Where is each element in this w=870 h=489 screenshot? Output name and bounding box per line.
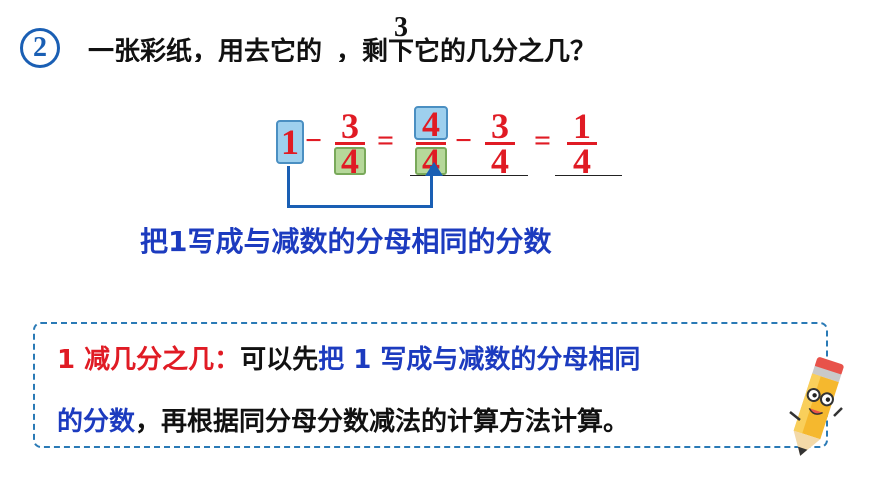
fraction4-bar	[567, 142, 597, 145]
summary-line-2: 的分数，再根据同分母分数减法的计算方法计算。	[57, 402, 629, 442]
equals-sign-1: =	[377, 124, 395, 157]
fraction1-denominator-box	[334, 147, 366, 175]
conversion-caption: 把1写成与减数的分母相同的分数	[140, 225, 552, 258]
minus-sign-2: −	[455, 124, 473, 157]
pencil-mascot-icon	[789, 357, 844, 456]
summary-line2-black: ，再根据同分母分数减法的计算方法计算。	[135, 407, 630, 437]
one-highlight-box	[276, 120, 304, 164]
summary-line1-black: 可以先	[240, 345, 319, 375]
summary-title: 1 减几分之几：	[57, 345, 241, 375]
question-number-badge: 2	[20, 28, 60, 68]
minus-sign-1: −	[305, 124, 323, 157]
fraction2-bar	[416, 142, 446, 145]
fraction1-bar	[335, 142, 365, 145]
fraction4-numerator: 1	[573, 106, 591, 146]
fraction3-denominator: 4	[491, 141, 509, 181]
equation-one: 1	[281, 122, 299, 162]
summary-line2-blue: 的分数	[57, 407, 136, 437]
answer-underline-1	[410, 175, 528, 176]
fraction2-numerator: 4	[422, 104, 440, 144]
fraction1-numerator: 3	[341, 106, 359, 146]
fraction1-denominator: 4	[341, 141, 359, 181]
equals-sign-2: =	[534, 124, 552, 157]
summary-line1-blue: 把 1 写成与减数的分母相同	[318, 345, 641, 375]
question-text-after: ，剩下它的几分之几？	[336, 37, 597, 62]
fraction3-numerator: 3	[491, 106, 509, 146]
arrow-up-icon	[425, 162, 443, 176]
fraction3-bar	[485, 142, 515, 145]
conversion-bracket	[287, 166, 433, 208]
answer-underline-2	[555, 175, 622, 176]
summary-line-1: 1 减几分之几：可以先把 1 写成与减数的分母相同	[57, 340, 640, 380]
question-fraction-numerator: 3	[394, 12, 408, 43]
question-text-before: 一张彩纸，用去它的	[88, 37, 323, 62]
fraction2-numerator-box	[414, 106, 448, 140]
question-text: 一张彩纸，用去它的 ，剩下它的几分之几？	[88, 32, 596, 62]
summary-box: 1 减几分之几：可以先把 1 写成与减数的分母相同 的分数，再根据同分母分数减法…	[33, 322, 828, 448]
fraction4-denominator: 4	[573, 141, 591, 181]
